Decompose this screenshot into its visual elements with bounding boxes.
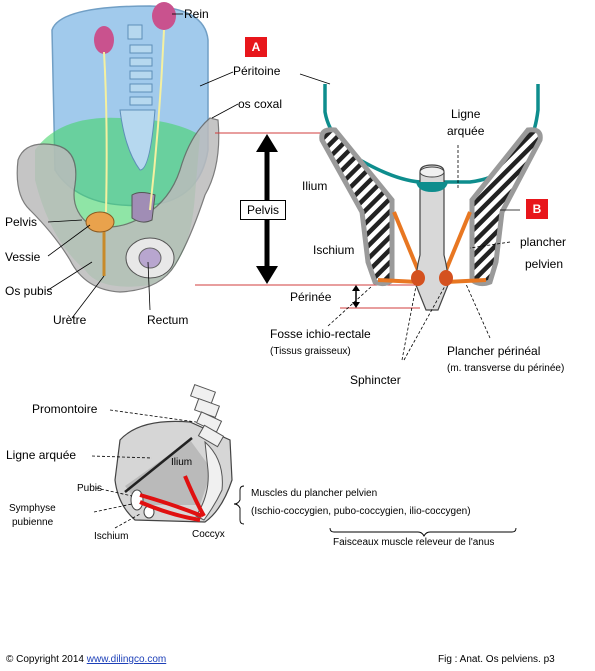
bottom-leaders xyxy=(91,409,197,529)
copyright-text: © Copyright 2014 xyxy=(6,654,84,665)
label-symphyse-2: pubienne xyxy=(12,517,54,528)
label-faisceaux: Faisceaux muscle releveur de l'anus xyxy=(333,537,495,548)
muscles-bracket xyxy=(233,485,245,525)
label-rectum: Rectum xyxy=(147,313,189,327)
bladder xyxy=(85,211,115,233)
sacral-spine xyxy=(189,383,225,521)
spine xyxy=(119,24,156,171)
sphincter-right xyxy=(439,270,453,286)
label-pelvis: Pelvis xyxy=(5,215,38,229)
label-perinee: Périnée xyxy=(290,290,332,304)
label-bottom-ischium: Ischium xyxy=(94,531,129,542)
floor-muscles xyxy=(139,475,206,522)
label-ligne-arquee: Ligne arquée xyxy=(6,448,77,462)
label-os-coxal: os coxal xyxy=(238,97,283,111)
footer-fig: Fig : Anat. Os pelviens. p3 xyxy=(438,654,555,665)
site-link[interactable]: www.dilingco.com xyxy=(86,654,167,665)
kidney-left xyxy=(94,26,114,54)
label-plancher-perineal: Plancher périnéal xyxy=(447,344,541,358)
lateral-view xyxy=(114,383,233,523)
right-leaders xyxy=(327,145,511,361)
label-coccyx: Coccyx xyxy=(192,529,225,540)
label-vessie: Vessie xyxy=(5,250,41,264)
coronal-section xyxy=(319,84,543,311)
label-pubis: Pubis xyxy=(77,483,103,494)
label-plancher-pelvien-2: pelvien xyxy=(525,257,564,271)
label-uretre: Urètre xyxy=(53,313,87,327)
footer-copyright: © Copyright 2014 www.dilingco.com xyxy=(6,654,166,665)
label-symphyse-1: Symphyse xyxy=(9,503,56,514)
pelvis-3d-figure xyxy=(16,2,220,293)
label-ligne-arquee-1: Ligne xyxy=(451,107,481,121)
label-plancher-pelvien-1: plancher xyxy=(520,235,567,249)
label-rein: Rein xyxy=(184,7,209,21)
label-ischium: Ischium xyxy=(313,243,355,257)
sphincter-left xyxy=(411,270,425,286)
label-ilium: Ilium xyxy=(302,179,328,193)
label-peritoine: Péritoine xyxy=(233,64,281,78)
label-os-pubis: Os pubis xyxy=(5,284,53,298)
faisceaux-bracket xyxy=(329,527,517,538)
label-plancher-perineal-sub: (m. transverse du périnée) xyxy=(447,363,565,374)
label-sphincter: Sphincter xyxy=(350,373,401,387)
label-ligne-arquee-2: arquée xyxy=(447,124,485,138)
badge-b: B xyxy=(526,199,548,219)
top-left-leaders xyxy=(47,13,239,319)
sacrum xyxy=(131,192,156,223)
label-fosse-sub: (Tissus graisseux) xyxy=(270,346,351,357)
label-fosse: Fosse ichio-rectale xyxy=(270,327,371,341)
label-promontoire: Promontoire xyxy=(32,402,98,416)
left-bone xyxy=(319,127,395,287)
label-muscles-title: Muscles du plancher pelvien xyxy=(251,488,378,499)
label-muscles-list: (Ischio-coccygien, pubo-coccygien, ilio-… xyxy=(251,506,471,517)
pelvis-box-label: Pelvis xyxy=(240,200,287,220)
kidney-right xyxy=(152,2,176,30)
badge-a: A xyxy=(245,37,267,57)
label-bottom-ilium: Ilium xyxy=(171,457,193,468)
